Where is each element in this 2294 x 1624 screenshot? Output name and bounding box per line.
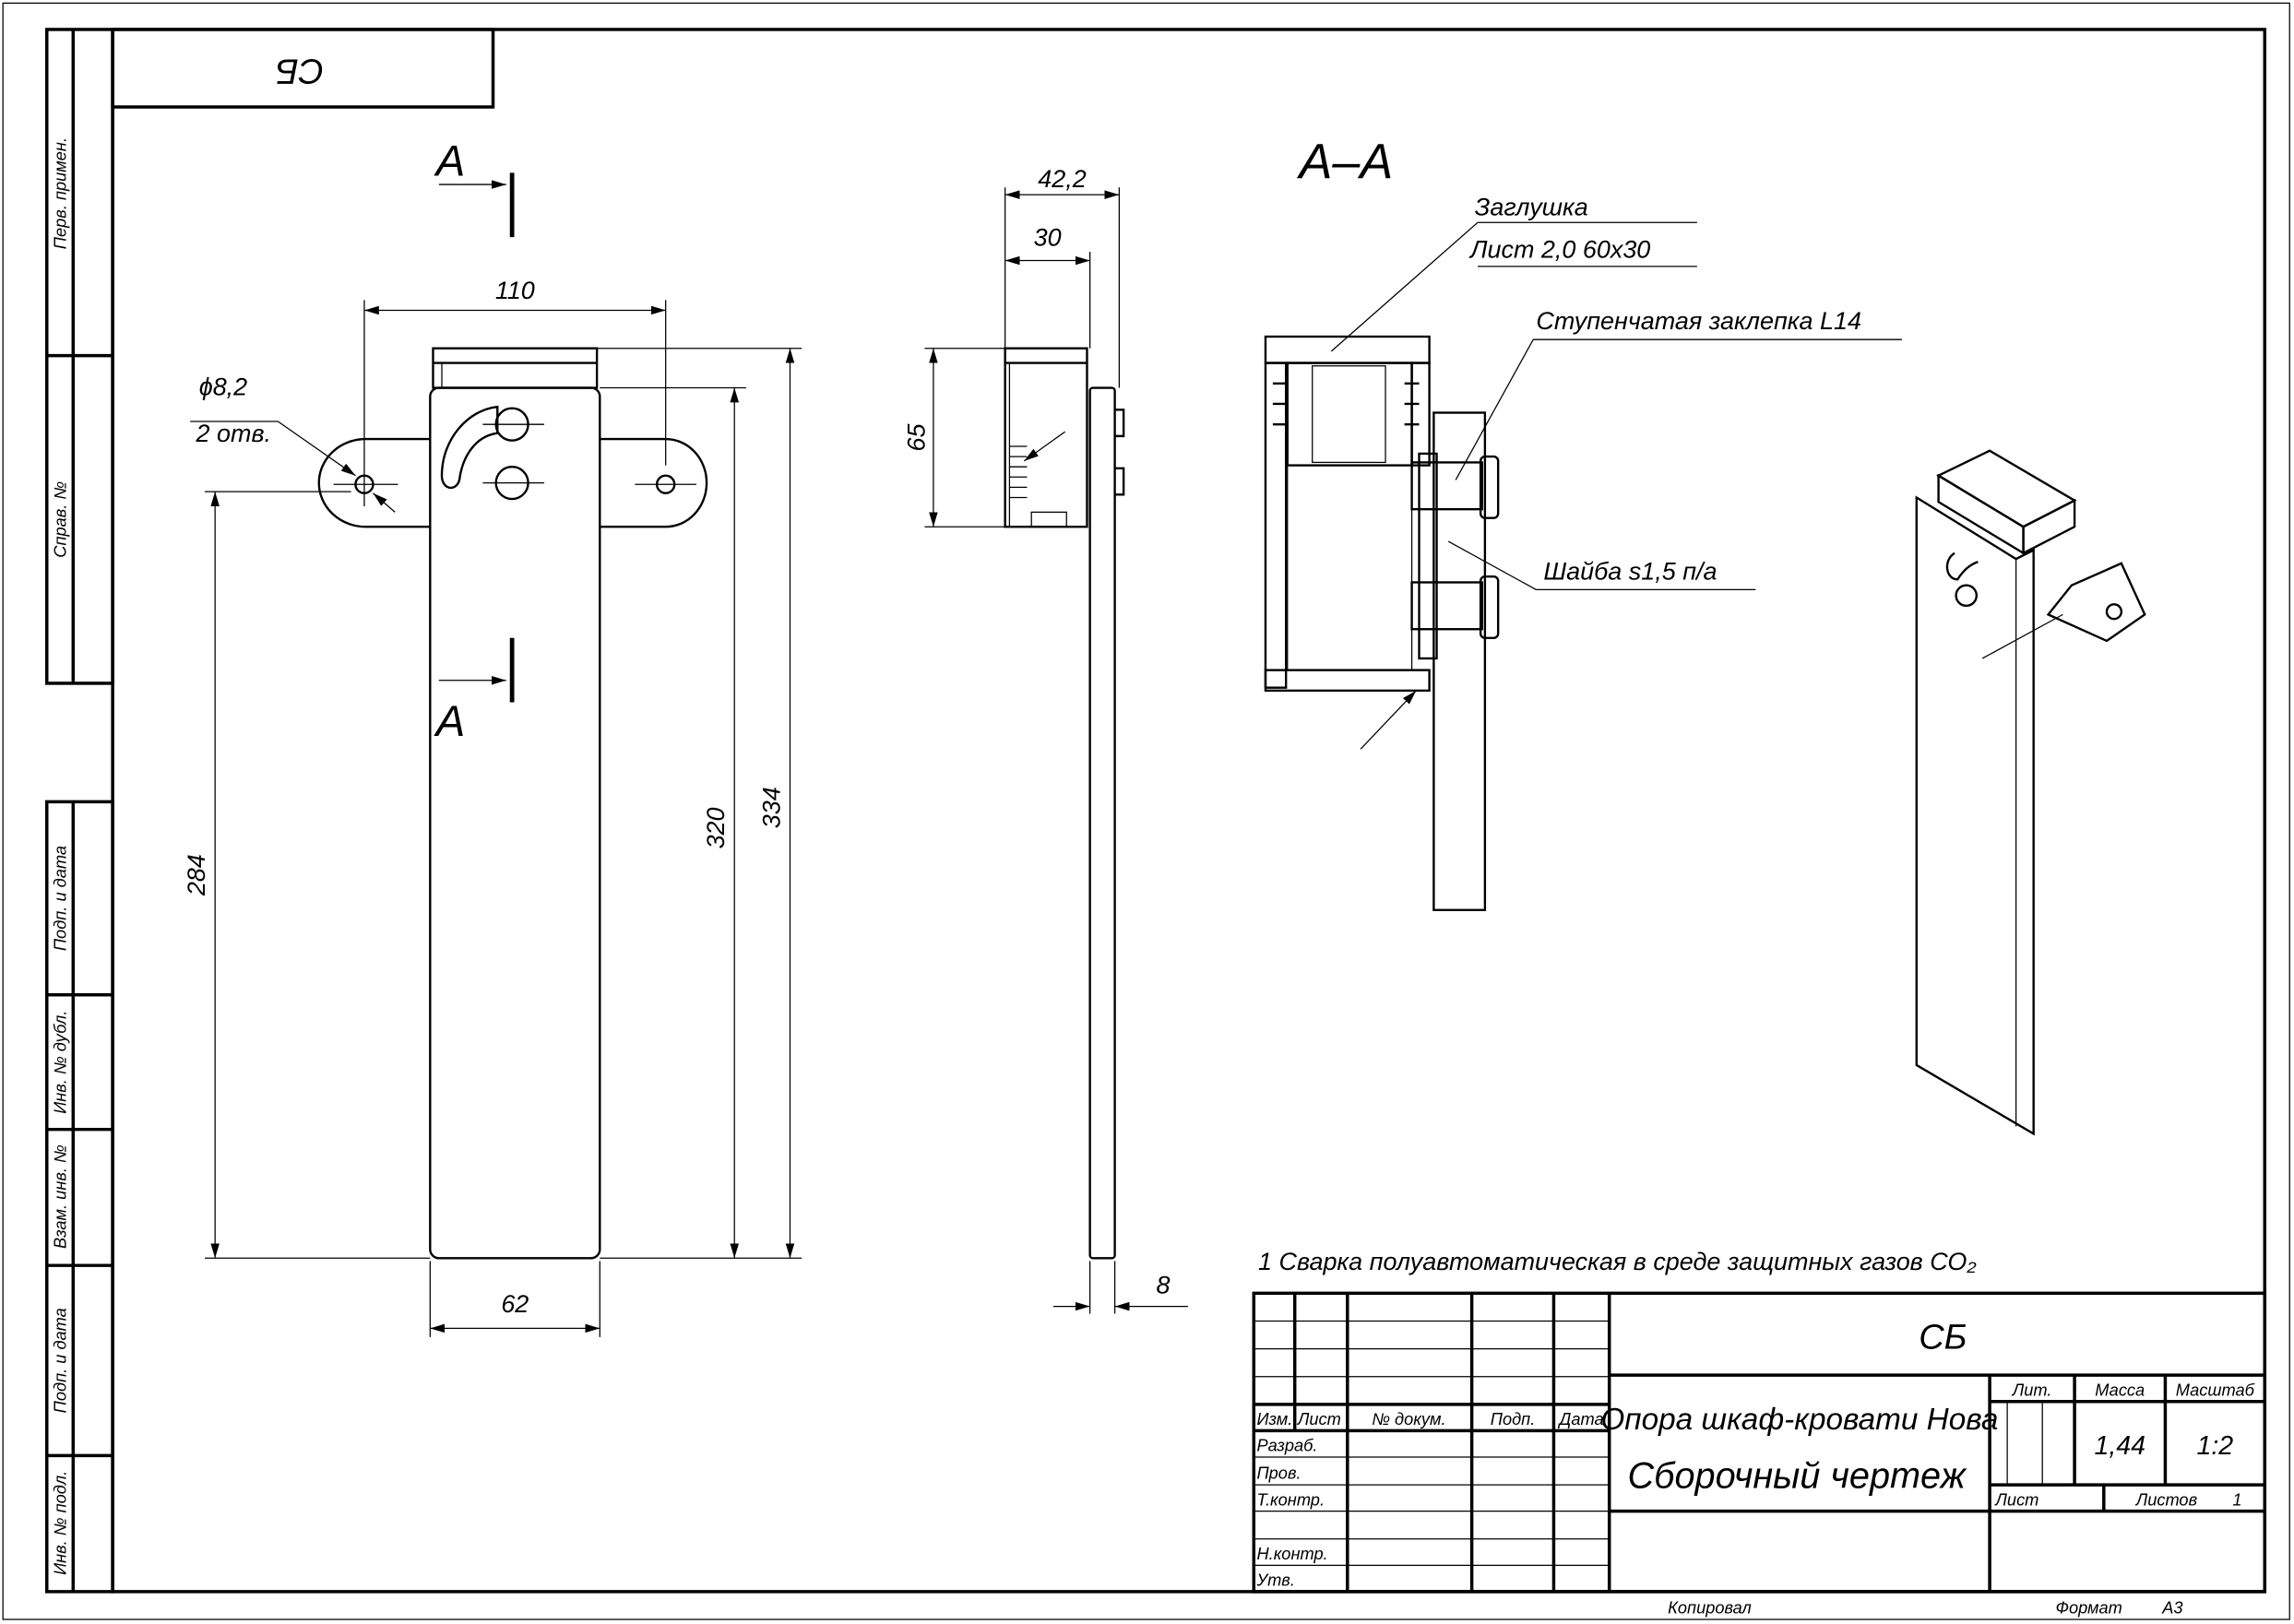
doc-code: СБ [1919,1319,1967,1357]
title-block: Изм. Лист № докум. Подп. Дата Разраб. Пр… [1252,1291,2267,1594]
callout-plug-material: Лист 2,0 60х30 [1468,235,1650,263]
dim-hole-count: 2 отв. [196,420,271,447]
row-label-tech-control: Т.контр. [1256,1489,1325,1509]
mass-label: Масса [2095,1380,2145,1399]
sheets-count: 1 [2232,1489,2241,1509]
mass-value: 1,44 [2094,1431,2145,1461]
copied-label: Копировал [1668,1598,1752,1618]
top-box-code: СБ [276,52,324,90]
side-view: 42,2 30 65 8 [902,165,1188,1314]
callout-washer: Шайба s1,5 п/а [1543,557,1717,585]
dim-42-2: 42,2 [1038,165,1086,193]
format-value: А3 [2161,1598,2182,1618]
scale-label: Масштаб [2176,1380,2255,1399]
stamp-label: Перв. примен. [50,137,69,249]
dim-284: 284 [183,854,210,896]
col-header-list: Лист [1297,1409,1341,1428]
lit-label: Лит. [2012,1380,2052,1399]
row-label-approved: Утв. [1255,1571,1294,1590]
callout-rivet: Ступенчатая заклепка L14 [1536,307,1861,335]
dim-110: 110 [495,277,535,304]
section-a-a: А–А Заглушка Лист 2,0 60х30 Ступенчатая … [1264,135,1902,911]
dim-62: 62 [501,1290,529,1318]
row-label-checked: Пров. [1256,1464,1301,1483]
sheet-label: Лист [1994,1489,2038,1509]
stamp-label: Подп. и дата [50,1308,69,1413]
technical-note: 1 Сварка полуавтоматическая в среде защи… [1258,1248,1977,1275]
left-stamp-column: Перв. примен. Справ. № Подп. и дата Инв.… [45,28,114,1594]
drawing-type: Сборочный чертеж [1628,1455,1967,1496]
section-title: А–А [1296,135,1393,190]
callout-plug: Заглушка [1475,193,1588,220]
stamp-label: Взам. инв. № [50,1144,69,1249]
dim-8: 8 [1156,1271,1170,1298]
section-mark-bottom: А [434,697,466,746]
stamp-label: Инв. № подл. [50,1471,69,1575]
isometric-view [1915,449,2146,1136]
col-header-izm: Изм. [1256,1409,1292,1428]
col-header-sign: Подп. [1491,1409,1536,1428]
drawing-name: Опора шкаф-кровати Нова [1600,1403,1998,1437]
dim-hole-diameter: ϕ8,2 [199,373,247,400]
top-left-stamp: СБ [111,28,495,109]
section-mark-top: А [434,137,466,186]
dim-65: 65 [902,422,930,451]
dim-320: 320 [702,807,730,848]
scale-value: 1:2 [2197,1431,2234,1461]
stamp-label: Инв. № дубл. [50,1011,69,1114]
col-header-doc: № докум. [1372,1409,1445,1428]
stamp-label: Подп. и дата [50,846,69,951]
format-label: Формат [2055,1598,2122,1618]
dim-30: 30 [1034,224,1062,252]
row-label-norm-control: Н.контр. [1256,1544,1327,1563]
front-view: А А 110 ϕ8,2 2 отв. 284 320 334 62 [183,137,802,1337]
row-label-developed: Разраб. [1256,1436,1317,1455]
inner-frame [111,28,2267,1594]
sheets-label: Листов [2135,1489,2197,1509]
col-header-date: Дата [1558,1409,1604,1428]
dim-334: 334 [757,787,785,828]
stamp-label: Справ. № [50,481,69,558]
